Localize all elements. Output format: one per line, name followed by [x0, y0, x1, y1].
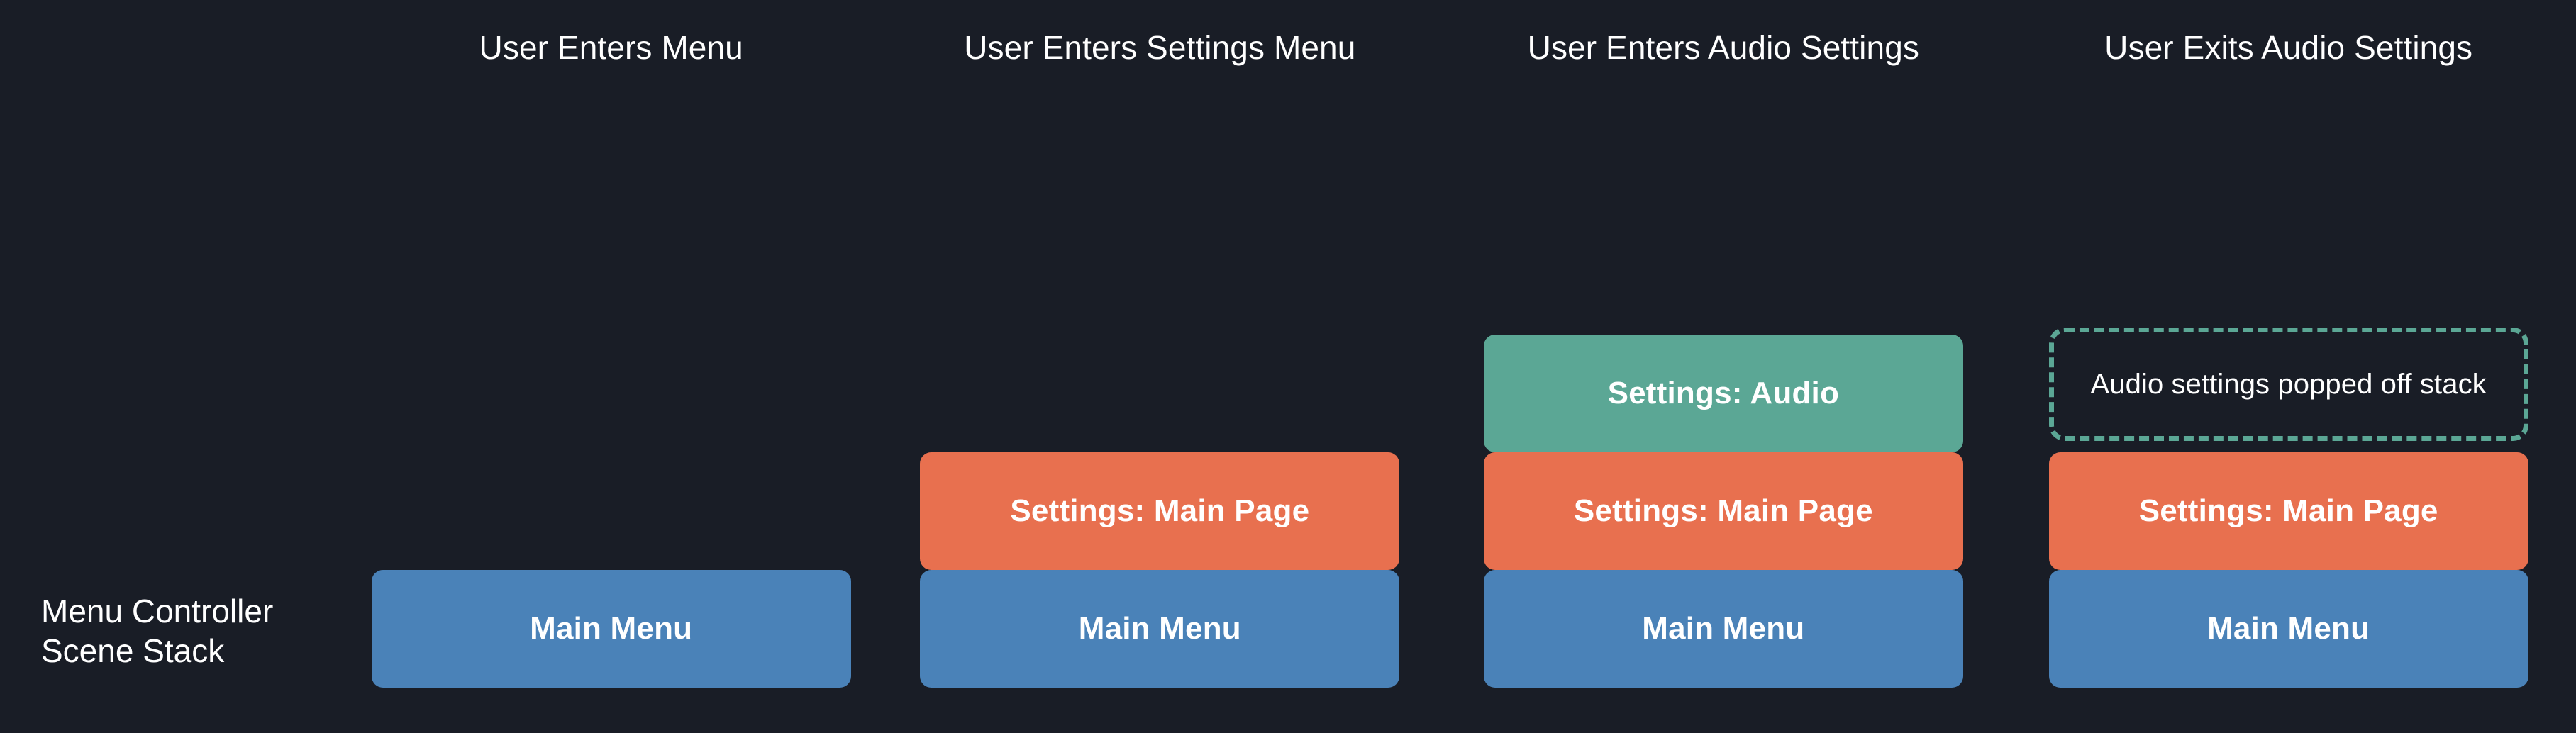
popped-off-note: Audio settings popped off stack: [2048, 328, 2528, 441]
row-label-line-1: Menu Controller: [41, 593, 274, 630]
column-header: User Enters Audio Settings: [1527, 29, 1919, 66]
scene-box[interactable]: Settings: Audio: [1483, 335, 1963, 452]
scene-box[interactable]: Settings: Main Page: [1483, 452, 1963, 570]
column-header: User Exits Audio Settings: [2104, 29, 2473, 66]
column-header: User Enters Menu: [479, 29, 743, 66]
column-header: User Enters Settings Menu: [964, 29, 1356, 66]
scene-box[interactable]: Main Menu: [371, 570, 851, 688]
scene-box[interactable]: Settings: Main Page: [2048, 452, 2528, 570]
row-label-line-2: Scene Stack: [41, 632, 225, 669]
scene-box[interactable]: Main Menu: [1483, 570, 1963, 688]
row-label: Menu Controller Scene Stack: [41, 591, 273, 671]
scene-box[interactable]: Settings: Main Page: [920, 452, 1400, 570]
scene-box[interactable]: Main Menu: [2048, 570, 2528, 688]
scene-stack: Main Menu: [371, 570, 851, 688]
scene-box[interactable]: Main Menu: [920, 570, 1400, 688]
